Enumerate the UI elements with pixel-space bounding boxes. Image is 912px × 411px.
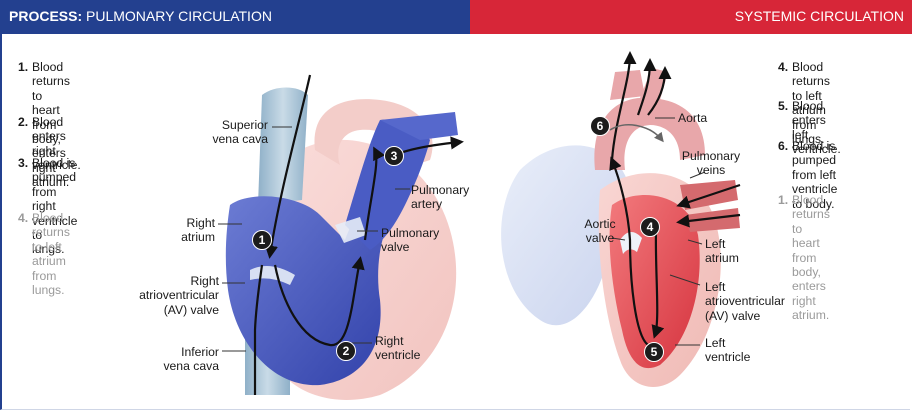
label-superior-vena-cava: Superior vena cava	[190, 118, 268, 147]
label-left-atrium: Left atrium	[705, 237, 739, 266]
label-left-ventricle: Left ventricle	[705, 336, 750, 365]
step-badge-6: 6	[590, 116, 610, 136]
step-badge-2: 2	[336, 341, 356, 361]
label-pulmonary-veins: Pulmonary veins	[674, 149, 748, 178]
label-left-av-valve: Left atrioventricular (AV) valve	[705, 280, 785, 323]
step-badge-4: 4	[640, 217, 660, 237]
label-inferior-vena-cava: Inferior vena cava	[140, 345, 219, 374]
label-pulmonary-valve: Pulmonary valve	[381, 226, 439, 255]
label-pulmonary-artery: Pulmonary artery	[411, 183, 469, 212]
label-aorta: Aorta	[678, 111, 707, 125]
step-badge-3: 3	[384, 146, 404, 166]
systemic-step-1: 1.Blood returns to heart from body, ente…	[792, 193, 830, 323]
label-right-ventricle: Right ventricle	[375, 334, 420, 363]
label-right-av-valve: Right atrioventricular (AV) valve	[116, 274, 219, 317]
step-badge-5: 5	[644, 342, 664, 362]
label-aortic-valve: Aortic valve	[578, 217, 622, 246]
pulmonary-step-4: 4.Blood returns to left atrium from lung…	[32, 211, 70, 297]
step-badge-1: 1	[252, 230, 272, 250]
label-right-atrium: Right atrium	[160, 216, 215, 245]
